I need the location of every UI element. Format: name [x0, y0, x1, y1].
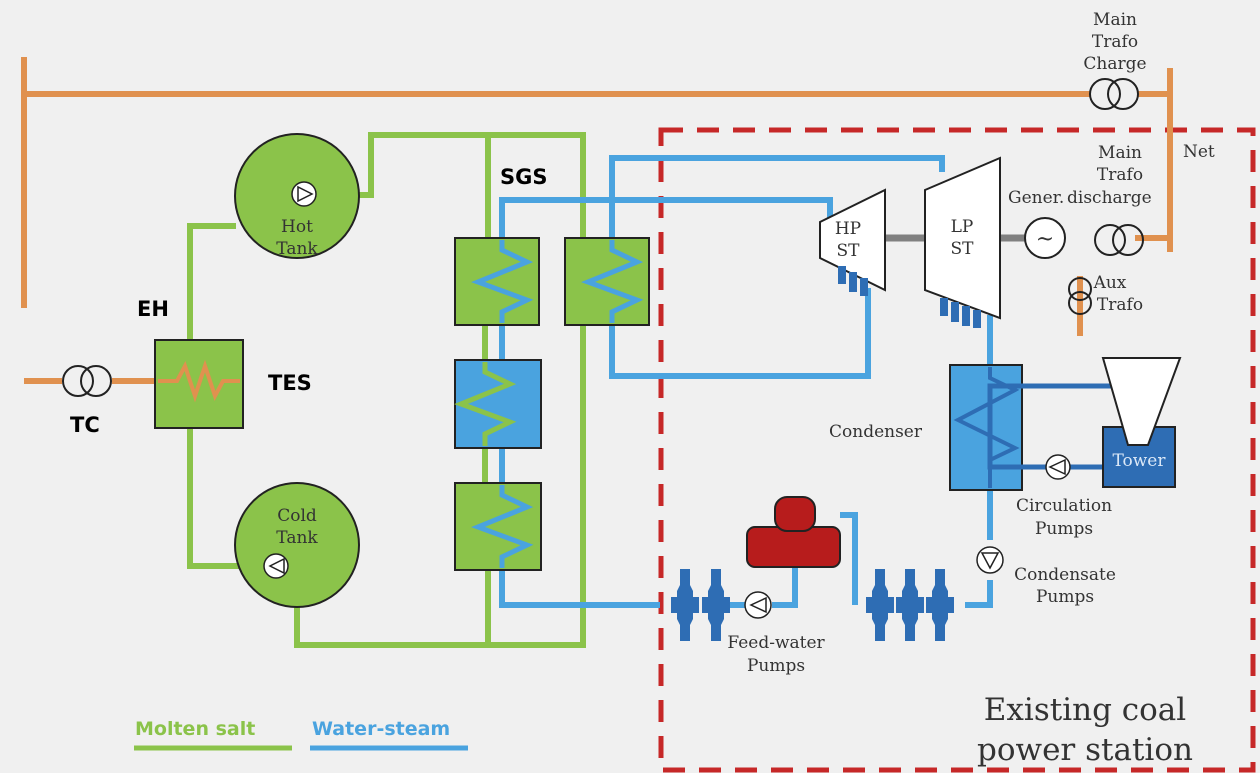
feedwater-pumps-label-2: Pumps: [747, 656, 805, 676]
hp-st-label-1: HP: [835, 219, 861, 239]
valve-icon: [702, 569, 730, 641]
sgs-exchanger-bottom: [454, 482, 542, 571]
main-trafo-discharge-label-1: Main: [1098, 143, 1142, 163]
condensate-pumps-label-2: Pumps: [1036, 587, 1094, 607]
cooling-water-loop: [987, 383, 1128, 470]
main-trafo-discharge-icon: [1094, 224, 1144, 256]
existing-station-label-1: Existing coal: [984, 692, 1186, 728]
water-steam-lines: [499, 155, 993, 608]
hot-tank-label: Hot: [281, 217, 313, 237]
deaerator: [746, 496, 841, 568]
valve-icon: [896, 569, 924, 641]
molten-salt-lines: [187, 132, 586, 648]
sgs-label: SGS: [500, 165, 548, 189]
generator-icon: [1024, 217, 1066, 259]
net-label: Net: [1183, 142, 1215, 162]
hot-tank: Hot Tank: [234, 133, 360, 259]
lp-st-label-1: LP: [951, 217, 974, 237]
tc-transformer-icon: [62, 365, 112, 397]
tower-label: Tower: [1113, 451, 1167, 471]
sgs-exchanger-top-left: [454, 237, 540, 326]
grid-lines: [21, 57, 1173, 384]
generator-symbol: ~: [1036, 227, 1054, 252]
electric-heater: [154, 339, 244, 429]
valve-icon: [926, 569, 954, 641]
generator-label: Gener.: [1008, 188, 1064, 208]
legend-water-steam: Water-steam: [312, 718, 450, 740]
hot-tank-label-2: Tank: [276, 239, 318, 259]
main-trafo-charge-label-3: Charge: [1083, 54, 1146, 74]
hp-st-label-2: ST: [837, 241, 861, 261]
condensate-pump-icon: [976, 546, 1004, 574]
legend-molten-salt: Molten salt: [135, 718, 255, 740]
existing-station-label-2: power station: [977, 732, 1193, 768]
legend: Molten salt Water-steam: [134, 718, 468, 751]
eh-label: EH: [137, 297, 169, 321]
main-trafo-discharge-label-2: Trafo: [1097, 165, 1143, 185]
cold-tank-label: Cold: [277, 506, 317, 526]
feedwater-pump-icon: [744, 591, 772, 619]
main-trafo-charge-label-2: Trafo: [1092, 32, 1138, 52]
cold-tank-label-2: Tank: [276, 528, 318, 548]
tc-label: TC: [70, 413, 100, 437]
hp-steam-turbine: [819, 188, 886, 296]
main-trafo-charge-label-1: Main: [1093, 10, 1137, 30]
circulation-pump-icon: [1045, 454, 1071, 480]
main-trafo-charge-icon: [1089, 78, 1139, 110]
condensate-pumps-label-1: Condensate: [1014, 565, 1116, 585]
lp-steam-turbine: [924, 156, 1001, 328]
lp-st-label-2: ST: [951, 239, 975, 259]
aux-trafo-icon: [1068, 277, 1092, 315]
circulation-pumps-label-1: Circulation: [1016, 496, 1112, 516]
condenser-label: Condenser: [829, 422, 923, 442]
main-trafo-discharge-label-3: discharge: [1067, 188, 1152, 208]
tes-label: TES: [268, 371, 312, 395]
feedwater-pumps-label-1: Feed-water: [727, 633, 825, 653]
existing-station-boundary: [658, 127, 1256, 773]
cold-tank: Cold Tank: [234, 482, 360, 608]
sgs-exchanger-top-right: [564, 237, 650, 326]
valves: [671, 569, 954, 641]
aux-trafo-label-2: Trafo: [1097, 295, 1143, 315]
labels: Main Trafo Charge Net Main Trafo dischar…: [70, 10, 1215, 768]
valve-icon: [671, 569, 699, 641]
sgs-exchanger-middle: [454, 359, 542, 449]
valve-icon: [866, 569, 894, 641]
cooling-tower: [1101, 357, 1182, 488]
circulation-pumps-label-2: Pumps: [1035, 519, 1093, 539]
aux-trafo-label-1: Aux: [1093, 273, 1127, 293]
